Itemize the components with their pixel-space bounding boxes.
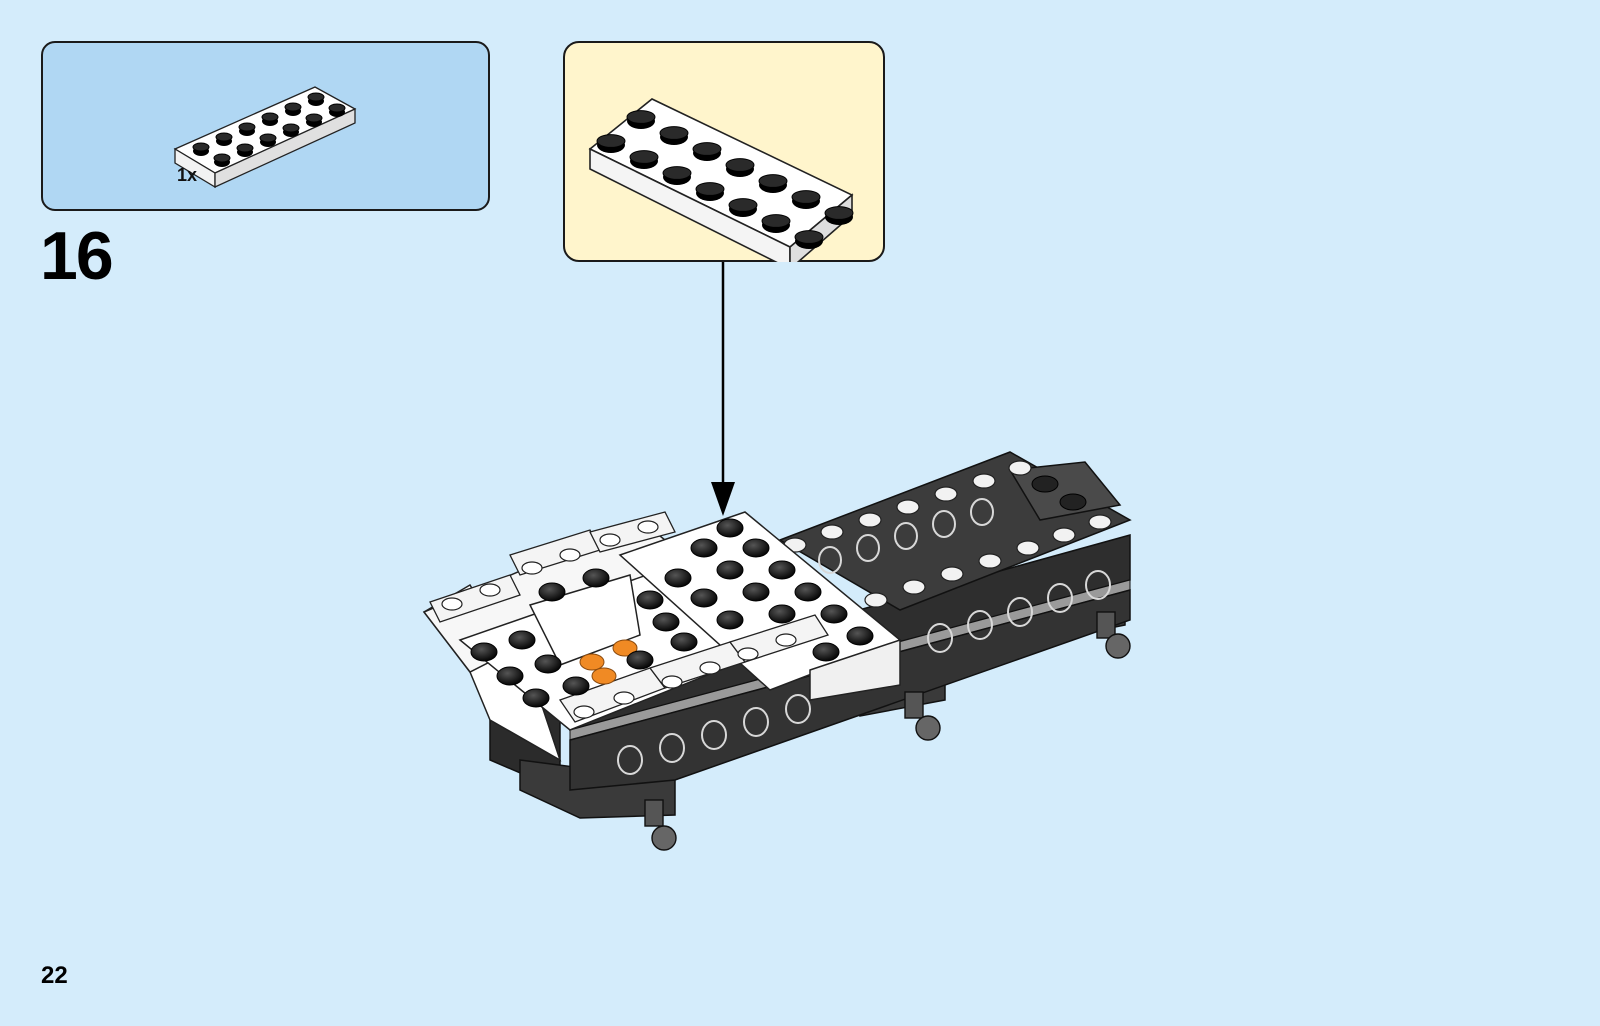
stud-top [825, 207, 853, 220]
page-number: 22 [41, 962, 68, 990]
stud-top [693, 143, 721, 156]
stud-top [308, 93, 324, 101]
parts-list-box: 1x [41, 41, 490, 211]
stud-top [237, 144, 253, 152]
stud-top [216, 133, 232, 141]
stud-top [306, 114, 322, 122]
stud-top [729, 199, 757, 212]
stud-top [283, 124, 299, 132]
vehicle-chassis-model-icon [424, 452, 1130, 850]
part-quantity-label: 1x [177, 165, 197, 186]
stud-top [193, 143, 209, 151]
stud-top [762, 215, 790, 228]
stud-top [663, 167, 691, 180]
stud-top [660, 127, 688, 140]
stud-top [696, 183, 724, 196]
stud-top [214, 154, 230, 162]
stud-top [792, 191, 820, 204]
callout-box [563, 41, 885, 262]
step-number: 16 [40, 222, 112, 290]
white-plate-2x6-icon [41, 41, 490, 211]
stud-top [285, 103, 301, 111]
stud-top [726, 159, 754, 172]
white-plate-2x6-icon [563, 41, 885, 262]
stud-top [795, 231, 823, 244]
stud-top [260, 134, 276, 142]
stud-top [759, 175, 787, 188]
stud-top [630, 151, 658, 164]
stud-top [329, 104, 345, 112]
stud-top [597, 135, 625, 148]
placement-arrow-icon [711, 262, 735, 516]
stud-top [239, 123, 255, 131]
stud-top [627, 111, 655, 124]
stud-top [262, 113, 278, 121]
